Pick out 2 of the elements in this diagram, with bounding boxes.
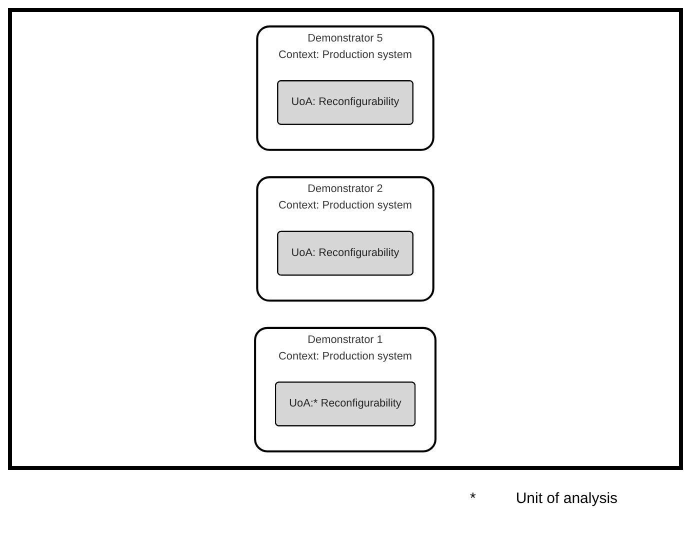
footnote-text: Unit of analysis bbox=[516, 490, 618, 507]
footnote-mark: * bbox=[470, 490, 476, 507]
